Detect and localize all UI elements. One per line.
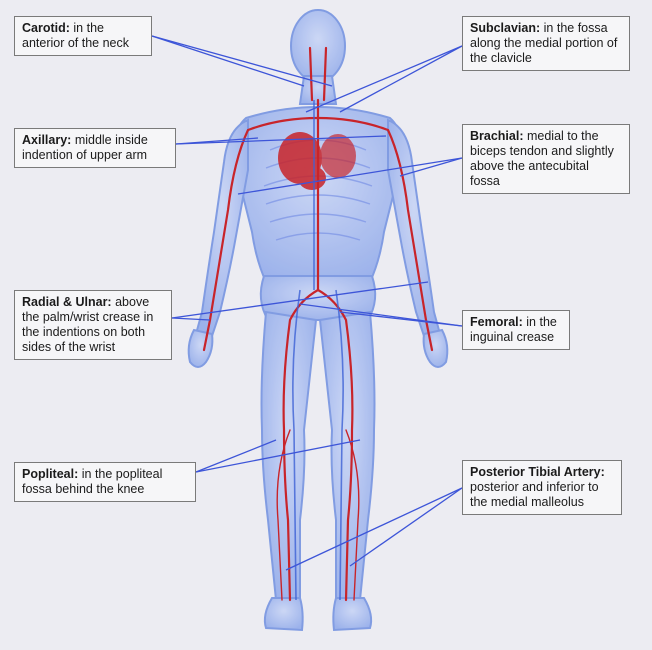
label-posterior-tibial: Posterior Tibial Artery: posterior and i… — [462, 460, 622, 515]
veins — [292, 100, 344, 601]
label-carotid-title: Carotid: — [22, 21, 70, 35]
label-femoral-title: Femoral: — [470, 315, 523, 329]
label-radial-ulnar: Radial & Ulnar: above the palm/wrist cre… — [14, 290, 172, 360]
label-radial-ulnar-title: Radial & Ulnar: — [22, 295, 112, 309]
label-axillary-title: Axillary: — [22, 133, 72, 147]
label-subclavian-text: in the fossa along the medial portion of… — [470, 21, 618, 65]
label-popliteal-text: in the popliteal fossa behind the knee — [22, 467, 163, 496]
label-femoral-text: in the inguinal crease — [470, 315, 557, 344]
label-brachial-title: Brachial: — [470, 129, 524, 143]
label-popliteal-title: Popliteal: — [22, 467, 79, 481]
label-brachial: Brachial: medial to the biceps tendon an… — [462, 124, 630, 194]
label-popliteal: Popliteal: in the popliteal fossa behind… — [14, 462, 196, 502]
label-brachial-text: medial to the biceps tendon and slightly… — [470, 129, 614, 188]
label-subclavian: Subclavian: in the fossa along the media… — [462, 16, 630, 71]
label-posterior-tibial-text: posterior and inferior to the medial mal… — [470, 480, 599, 509]
leader-lines — [151, 35, 463, 571]
label-carotid-text: in the anterior of the neck — [22, 21, 130, 50]
label-subclavian-title: Subclavian: — [470, 21, 541, 35]
label-axillary: Axillary: middle inside indention of upp… — [14, 128, 176, 168]
label-femoral: Femoral: in the inguinal crease — [462, 310, 570, 350]
label-posterior-tibial-title: Posterior Tibial Artery: — [470, 465, 605, 479]
label-carotid: Carotid: in the anterior of the neck — [14, 16, 152, 56]
label-axillary-text: middle inside indention of upper arm — [22, 133, 148, 162]
label-radial-ulnar-text: above the palm/wrist crease in the inden… — [22, 295, 154, 354]
